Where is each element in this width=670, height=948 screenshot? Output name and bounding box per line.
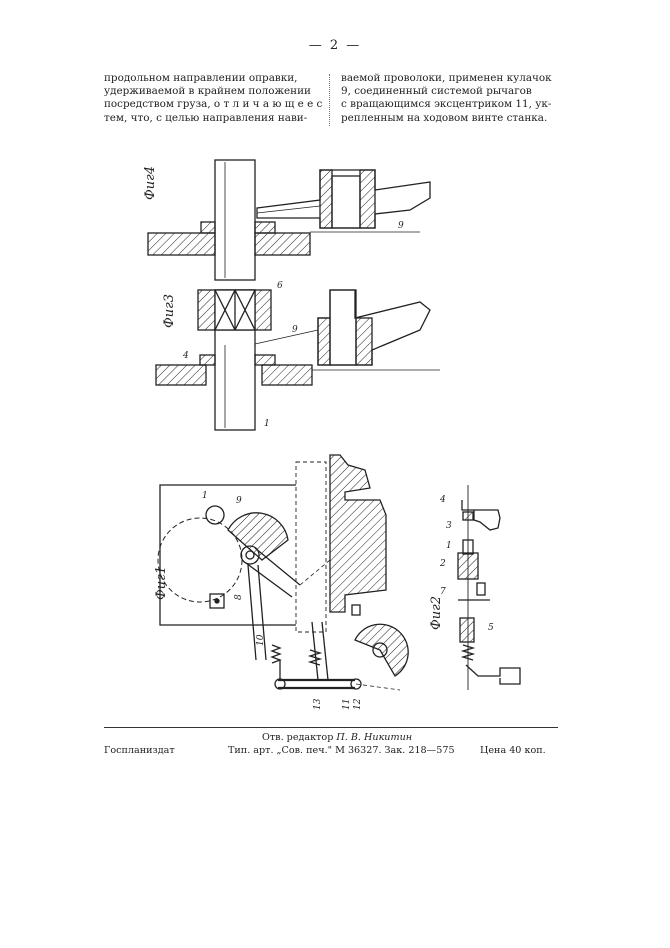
part-number: 5 [488,623,494,633]
column-divider [329,74,330,126]
fig3-base-right [261,364,313,386]
footer-print-info: Тип. арт. „Сов. печ." М 36327. Зак. 218—… [228,745,455,756]
fig3-label: Фиг3 [162,294,177,328]
text-line: удерживаемой в крайнем положении [104,85,311,98]
part-number: 9 [398,221,404,231]
text-line: 9, соединенный системой рычагов [341,85,532,98]
fig4-label: Фиг4 [143,166,158,200]
fig4-base-left [147,232,216,256]
fig1-label: Фиг1 [154,566,169,600]
page-number: — 2 — [308,38,362,53]
figure-4: Фиг4 9 [143,159,431,281]
part-number: 1 [264,419,270,429]
footer-editor: Отв. редактор П. В. Никитин [262,732,412,743]
text-column-right: ваемой проволоки, применен кулачок 9, со… [341,72,559,125]
figure-2: Фиг2 4 3 1 2 7 5 [429,485,521,690]
editor-label: Отв. редактор [262,732,334,743]
part-number: 10 [256,634,266,646]
part-number: 4 [182,351,189,361]
text-line: ваемой проволоки, применен кулачок [341,72,552,84]
fig1-machine-body [329,454,387,613]
part-number: 1 [446,541,452,551]
part-number: 11 [342,699,352,710]
part-number: 13 [313,698,323,710]
part-number: 4 [439,495,446,505]
part-number: 9 [292,325,298,335]
text-line: репленным на ходовом винте станка. [341,111,548,124]
fig2-label: Фиг2 [429,596,444,630]
footer-rule [104,727,558,728]
fig1-cam [227,512,289,561]
part-number: 7 [440,587,446,597]
text-line: посредством груза, о т л и ч а ю щ е е с… [104,98,322,111]
part-number: 2 [439,559,446,569]
part-number: 12 [353,698,363,710]
text-line: с вращающимся эксцентриком 11, ук- [341,98,552,111]
text-line: продольном направлении оправки, [104,72,298,84]
part-number: 1 [202,491,208,501]
figure-1: Фиг1 1 9 8 10 13 11 12 [154,454,409,710]
fig2-carriage [457,552,479,580]
fig1-frame [159,484,296,626]
text-column-left: продольном направлении оправки, удержива… [104,72,322,125]
editor-name: П. В. Никитин [336,732,413,743]
fig4-shaft [214,159,256,281]
text-line: тем, что, с целью направления нави- [104,111,308,124]
part-number: 3 [446,521,452,531]
part-number: 6 [277,281,283,291]
fig4-cam [256,169,431,229]
footer-publisher: Госпланиздат [104,745,175,756]
part-number: 8 [234,594,244,600]
fig1-eccentric [354,623,409,677]
fig3-cam [317,289,431,366]
part-number: 9 [236,496,242,506]
figure-3: Фиг3 4 6 9 1 [155,281,440,431]
footer-price: Цена 40 коп. [480,745,546,756]
fig4-base-right [254,232,311,256]
fig3-base-left [155,364,207,386]
